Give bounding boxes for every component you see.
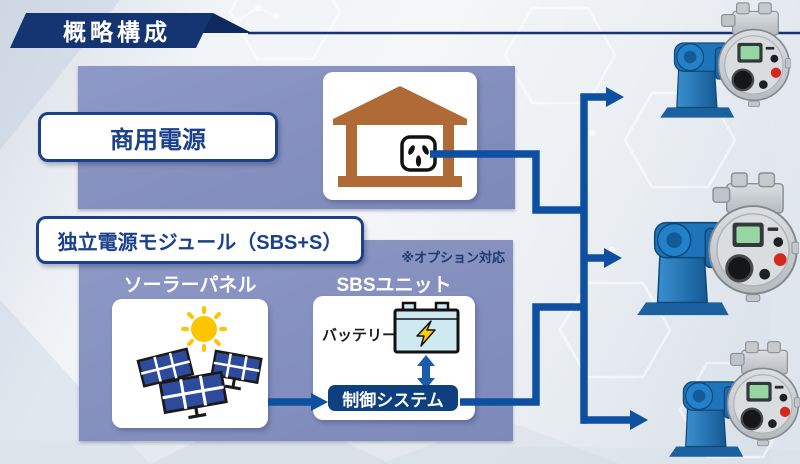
actuator-image-1 [648, 2, 800, 120]
house-with-outlet-icon [333, 86, 467, 187]
actuator-image-3 [666, 338, 800, 462]
updown-arrow-icon [417, 355, 435, 389]
control-system-label: 制御システム [342, 390, 444, 410]
independent-module-label-box: 独立電源モジュール（SBS+S） [36, 216, 364, 264]
solar-panels-icon [136, 347, 263, 420]
battery-icon [393, 301, 460, 389]
commercial-power-label-box: 商用電源 [38, 112, 278, 162]
outlet-icon [400, 135, 437, 172]
sun-icon [181, 306, 227, 352]
solar-panel-title: ソーラーパネル [123, 275, 257, 296]
independent-module-label: 独立電源モジュール（SBS+S） [57, 231, 343, 254]
page-title: 概略構成 [63, 19, 171, 45]
option-note: ※オプション対応 [401, 250, 505, 265]
control-system-box: 制御システム [328, 385, 458, 411]
battery-label: バッテリー [321, 327, 397, 344]
actuator-image-2 [632, 172, 800, 318]
solar-panel-icon [136, 306, 263, 420]
commercial-power-label: 商用電源 [110, 126, 206, 154]
sbs-unit-title: SBSユニット [336, 275, 452, 296]
